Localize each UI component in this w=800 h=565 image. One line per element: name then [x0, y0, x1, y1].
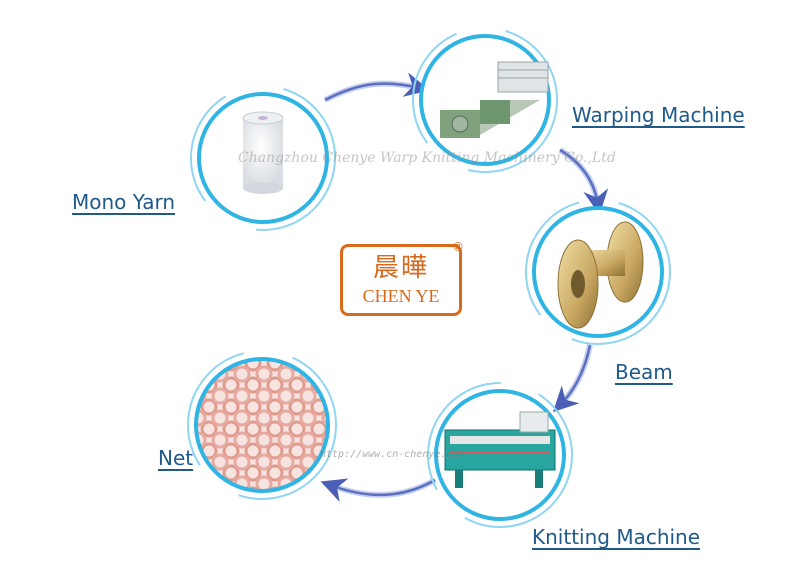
logo-english-text: CHEN YE: [362, 286, 440, 306]
company-watermark: Changzhou Chenye Warp Knitting Machinery…: [238, 150, 616, 166]
mono-yarn-node: [190, 85, 336, 231]
label-knitting-machine[interactable]: Knitting Machine: [532, 525, 701, 549]
label-net[interactable]: Net: [158, 446, 194, 470]
label-beam[interactable]: Beam: [615, 360, 673, 384]
url-watermark: http://www.cn-chenye.com: [320, 449, 465, 460]
registered-mark: ®: [452, 240, 464, 254]
beam-image: [557, 221, 644, 329]
beam-node: [525, 199, 671, 345]
net-node: [187, 350, 337, 500]
logo-chinese-text: 晨曄: [372, 253, 429, 283]
label-warping-machine[interactable]: Warping Machine: [572, 103, 745, 127]
chenye-logo: 晨曄 CHEN YE: [340, 244, 462, 316]
arrow-beam-to-knitting: [557, 344, 593, 408]
knitting-machine-image: [444, 411, 556, 488]
warping-machine-node: [412, 27, 558, 173]
yarn-spool-image: [242, 111, 284, 194]
label-mono-yarn[interactable]: Mono Yarn: [72, 190, 176, 214]
warping-machine-image: [440, 61, 549, 138]
knitting-machine-node: [427, 382, 573, 528]
